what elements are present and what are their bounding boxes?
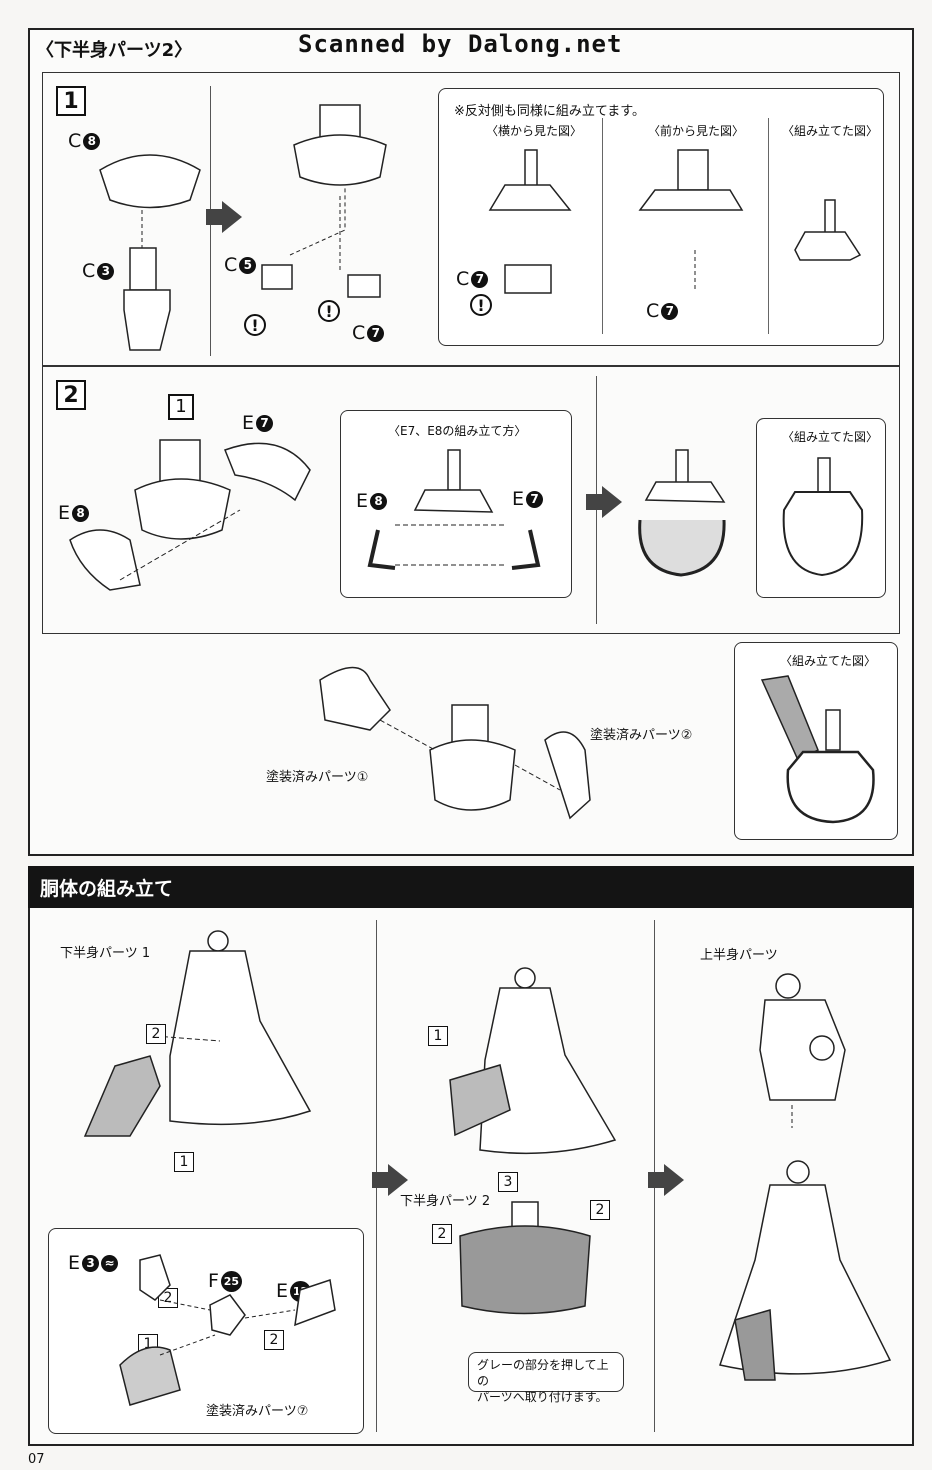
painted-part-2-label: 塗装済みパーツ② <box>590 728 693 743</box>
section-title: 〈下半身パーツ2〉 <box>36 40 193 61</box>
detail-divider <box>602 118 603 334</box>
step2-panel <box>42 366 900 634</box>
warning-icon: ! <box>318 300 340 322</box>
upper-body-label: 上半身パーツ <box>700 948 778 963</box>
warning-icon: ! <box>244 314 266 336</box>
torso-section-title: 胴体の組み立て <box>40 878 174 900</box>
torso-flow-arrow <box>648 1164 684 1196</box>
part-number-dot: 8 <box>72 504 90 522</box>
grey-part-note: グレーの部分を押して上の パーツへ取り付けます。 <box>468 1352 624 1404</box>
detail-divider <box>768 118 769 334</box>
painted-parts-assembly-drawing <box>319 666 591 820</box>
step2-flow-arrow <box>586 486 622 518</box>
step-indicator: 2 <box>264 1330 284 1350</box>
part-number-dot: 8 <box>370 492 388 510</box>
view-front-label: 〈前から見た図〉 <box>648 124 745 138</box>
step1-flow-arrow <box>206 201 242 233</box>
lower-body-1-drawing <box>83 930 312 1137</box>
view-assembled-label: 〈組み立てた図〉 <box>782 430 879 444</box>
step1-panel <box>42 72 900 366</box>
step2-assembly-drawing <box>69 439 311 591</box>
part-letter: F <box>208 1270 219 1292</box>
step1-number: 1 <box>56 86 86 116</box>
note-line: グレーの部分を押して上の <box>477 1358 609 1388</box>
lower-body-1-label: 下半身パーツ 1 <box>60 946 151 961</box>
part-number-dot: 7 <box>256 414 274 432</box>
step1-detail-callout <box>438 88 884 346</box>
part-letter: C <box>352 322 366 344</box>
step-indicator: 1 <box>174 1152 194 1172</box>
step1-detail-drawings <box>488 149 862 294</box>
torso-flow-arrow <box>372 1164 408 1196</box>
torso-section-header <box>28 866 914 908</box>
part-number-dot: 3 <box>82 1254 100 1272</box>
part-letter: C <box>456 268 470 290</box>
lower-body-2-drawing <box>459 1201 591 1315</box>
lower-body-combined-drawing <box>449 967 617 1155</box>
lower-body-2-label: 下半身パーツ 2 <box>400 1194 491 1209</box>
part-letter: E <box>356 490 369 512</box>
part-letter: C <box>646 300 660 322</box>
part-letter: C <box>224 254 238 276</box>
step1-part-drawings-a <box>99 154 201 351</box>
final-assembly-drawing <box>719 1160 892 1381</box>
cement-icon: ≈ <box>101 1254 119 1272</box>
page-number: 07 <box>28 1452 45 1467</box>
arm-subassembly-callout <box>48 1228 364 1434</box>
part-number-dot: 7 <box>471 270 489 288</box>
part-letter: E <box>242 412 255 434</box>
part-letter: E <box>58 502 71 524</box>
note-line: パーツへ取り付けます。 <box>477 1390 608 1404</box>
step-indicator: 3 <box>498 1172 518 1192</box>
step-indicator: 2 <box>432 1224 452 1244</box>
detail-note: ※反対側も同様に組み立てます。 <box>454 104 645 119</box>
step2-number: 2 <box>56 380 86 410</box>
part-number-dot: 3 <box>97 262 115 280</box>
painted-assembled-drawing <box>760 675 875 824</box>
part-number-dot: 5 <box>239 256 257 274</box>
view-side-label: 〈横から見た図〉 <box>486 124 583 138</box>
part-number-dot: 7 <box>367 324 385 342</box>
view-assembled-label: 〈組み立てた図〉 <box>782 124 879 138</box>
step-indicator: 1 <box>428 1026 448 1046</box>
part-number-dot: 7 <box>661 302 679 320</box>
step-indicator: 2 <box>146 1024 166 1044</box>
painted-part-7-label: 塗装済みパーツ⑦ <box>206 1404 309 1419</box>
painted-part-1-label: 塗装済みパーツ① <box>266 770 369 785</box>
part-number-dot: 25 <box>220 1270 242 1292</box>
e7-e8-method-title: 〈E7、E8の組み立て方〉 <box>388 424 527 438</box>
part-letter: E <box>276 1280 289 1302</box>
part-letter: C <box>68 130 82 152</box>
warning-icon: ! <box>470 294 492 316</box>
part-number-dot: 7 <box>526 490 544 508</box>
scanner-watermark: Scanned by Dalong.net <box>298 30 623 58</box>
part-letter: C <box>82 260 96 282</box>
step1-assembly-drawing <box>261 104 387 298</box>
step2-ref-box: 1 <box>168 394 194 420</box>
arm-subassembly-drawing <box>119 1254 336 1406</box>
step2-assembled-drawing <box>782 457 864 577</box>
step2-detail-drawing <box>367 449 541 570</box>
part-letter: E <box>68 1252 81 1274</box>
upper-body-drawing <box>759 973 846 1128</box>
view-assembled-label-2: 〈組み立てた図〉 <box>780 654 877 668</box>
step2-result-drawing <box>638 449 726 577</box>
part-letter: E <box>512 488 525 510</box>
step-indicator: 2 <box>590 1200 610 1220</box>
part-number-dot: 8 <box>83 132 101 150</box>
